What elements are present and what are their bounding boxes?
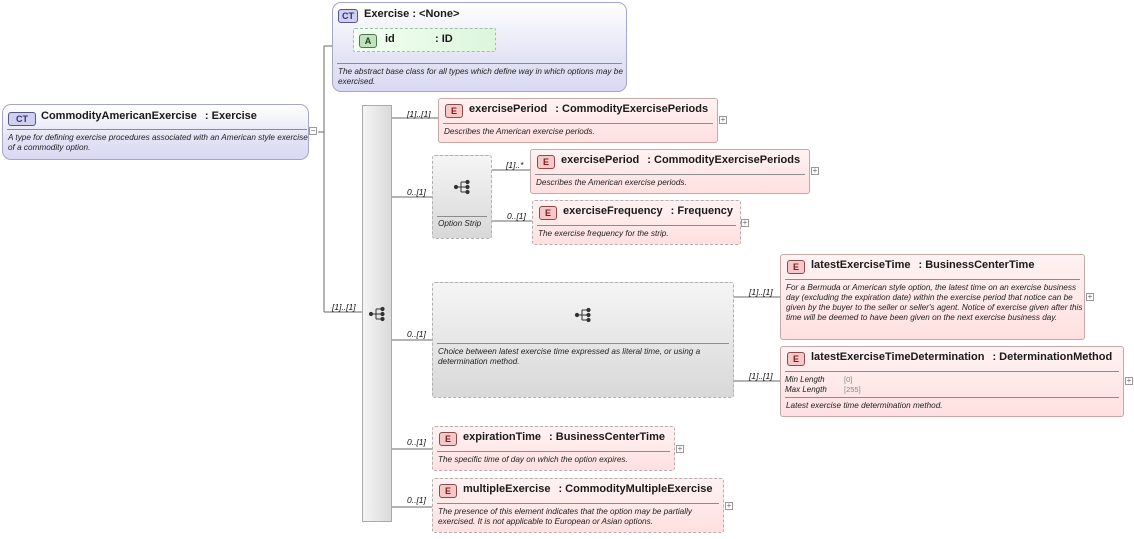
divider [437,216,487,217]
expand-toggle[interactable]: + [1125,376,1133,385]
element-doc: The exercise frequency for the strip. [538,229,669,238]
sequence-icon [453,179,470,195]
element-type: : BusinessCenterTime [918,259,1035,271]
main-sequence-occurrence: [1]..[1] [332,302,356,312]
divider [785,397,1119,398]
sequence-icon [368,306,385,322]
element-title: exerciseFrequency : Frequency [563,205,733,217]
root-type-name: CommodityAmericanExercise [41,110,197,122]
element-type: : CommodityExercisePeriods [555,103,709,115]
element-latest-exercise-time[interactable]: E latestExerciseTime : BusinessCenterTime… [780,254,1085,340]
element-badge: E [787,260,805,274]
facet-label: Max Length [785,385,827,394]
element-strip-exercise-period[interactable]: E exercisePeriod : CommodityExercisePerio… [530,149,810,194]
element-doc: The specific time of day on which the op… [438,455,628,464]
element-type: : Frequency [670,205,734,217]
element-badge: E [539,206,557,220]
element-doc: For a Bermuda or American style option, … [786,283,1083,322]
divider [7,129,307,130]
element-badge: E [445,104,463,118]
root-type-title: CommodityAmericanExercise : Exercise [41,110,257,122]
base-type-doc: The abstract base class for all types wh… [338,67,623,86]
root-type-base: : Exercise [204,110,257,122]
divider [437,503,719,504]
element-doc: Latest exercise time determination metho… [786,401,943,410]
divider [437,343,729,344]
element-doc: Describes the American exercise periods. [536,178,687,187]
element-type: : CommodityMultipleExercise [558,483,713,495]
element-name: multipleExercise [463,483,551,495]
divider [443,123,713,124]
expand-toggle[interactable]: + [811,166,819,175]
attribute-id[interactable]: A id : ID [353,28,496,52]
element-name: expirationTime [463,431,542,443]
element-badge: E [537,155,555,169]
element-name: exercisePeriod [561,154,640,166]
divider [537,225,736,226]
complex-type-badge: CT [8,112,36,126]
element-type: : CommodityExercisePeriods [647,154,801,166]
element-exercise-period[interactable]: E exercisePeriod : CommodityExercisePerio… [438,98,718,143]
element-exercise-frequency[interactable]: E exerciseFrequency : Frequency The exerc… [532,200,741,245]
element-badge: E [439,432,457,446]
element-occurrence: [1]..[1] [749,371,773,381]
choice-occurrence: 0..[1] [407,329,426,339]
element-latest-exercise-time-determination[interactable]: E latestExerciseTimeDetermination : Deter… [780,346,1124,417]
divider [785,371,1119,372]
facet-label: Min Length [785,375,825,384]
element-doc: The presence of this element indicates t… [438,507,692,526]
element-title: latestExerciseTime : BusinessCenterTime [811,259,1034,271]
element-name: exercisePeriod [469,103,548,115]
element-occurrence: 0..[1] [407,437,426,447]
element-title: exercisePeriod : CommodityExercisePeriods [561,154,800,166]
expand-toggle[interactable]: + [1086,292,1094,301]
choice-icon [574,307,591,323]
expand-toggle[interactable]: + [676,444,684,453]
choice-doc: Choice between latest exercise time expr… [438,347,701,366]
element-occurrence: [1]..* [506,160,524,170]
attribute-name: id [385,33,395,45]
expand-toggle[interactable]: + [741,218,749,227]
divider [535,174,805,175]
element-multiple-exercise[interactable]: E multipleExercise : CommodityMultipleExe… [432,478,724,533]
element-title: expirationTime : BusinessCenterTime [463,431,665,443]
element-occurrence: [1]..[1] [749,287,773,297]
facet-value: [255] [844,385,861,394]
option-strip-label: Option Strip [438,219,482,228]
element-name: latestExerciseTimeDetermination [811,351,985,363]
element-badge: E [787,352,805,366]
expand-toggle[interactable]: + [725,501,733,510]
element-name: latestExerciseTime [811,259,911,271]
root-type-doc: A type for defining exercise procedures … [8,133,308,152]
element-name: exerciseFrequency [563,205,663,217]
element-type: : DeterminationMethod [992,351,1113,363]
element-occurrence: 0..[1] [507,211,526,221]
base-type-title: Exercise : <None> [364,8,460,20]
complex-type-badge: CT [338,9,358,23]
divider [337,63,622,64]
element-badge: E [439,484,457,498]
element-doc: Describes the American exercise periods. [444,127,595,136]
element-type: : BusinessCenterTime [549,431,665,443]
element-occurrence: [1]..[1] [407,109,431,119]
main-sequence-compositor[interactable] [362,105,392,522]
option-strip-compositor[interactable]: Option Strip [432,155,492,239]
option-strip-occurrence: 0..[1] [407,187,426,197]
element-title: latestExerciseTimeDetermination : Determi… [811,351,1112,363]
choice-compositor[interactable]: Choice between latest exercise time expr… [432,282,734,398]
attribute-badge: A [359,34,377,48]
expand-toggle[interactable]: + [719,115,727,124]
divider [785,279,1080,280]
element-title: multipleExercise : CommodityMultipleExerc… [463,483,712,495]
collapse-toggle[interactable]: − [309,126,317,135]
element-title: exercisePeriod : CommodityExercisePeriods [469,103,708,115]
facet-value: [0] [844,375,853,384]
element-occurrence: 0..[1] [407,495,426,505]
attribute-type: : ID [435,33,453,45]
element-expiration-time[interactable]: E expirationTime : BusinessCenterTime The… [432,426,675,471]
base-type-box[interactable]: CT Exercise : <None> A id : ID The abstr… [332,2,627,92]
divider [437,451,670,452]
root-complex-type-box[interactable]: CT CommodityAmericanExercise : Exercise A… [2,104,309,160]
